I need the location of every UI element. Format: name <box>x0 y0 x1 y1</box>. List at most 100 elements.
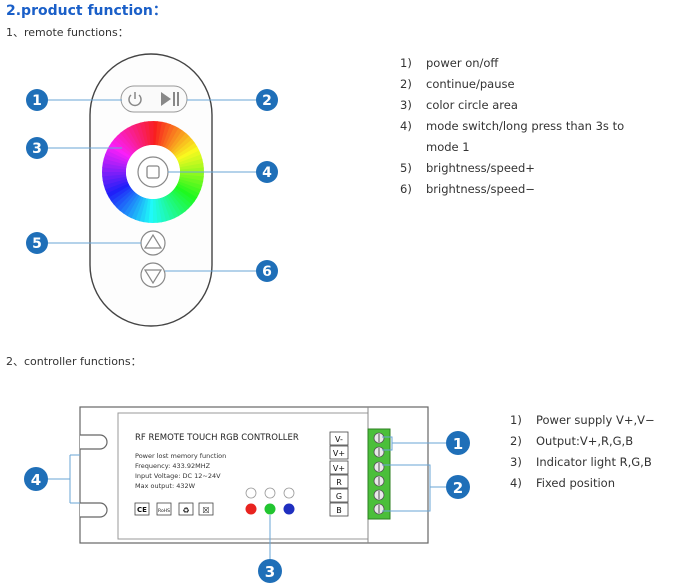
hue-segment <box>173 187 195 206</box>
spec-line: Frequency: 433.92MHZ <box>135 462 211 470</box>
hue-segment <box>113 189 134 209</box>
recycle-icon: ♻ <box>182 506 189 515</box>
hue-segment <box>179 158 204 168</box>
hue-segment <box>123 127 140 150</box>
hue-segment <box>166 127 183 151</box>
terminal-label: G <box>336 492 342 501</box>
controller-function-list: 1)Power supply V+,V− 2)Output:V+,R,G,B 3… <box>510 413 655 490</box>
controller-illustration: RF REMOTE TOUCH RGB CONTROLLER Power los… <box>24 406 470 583</box>
hue-segment <box>172 135 193 155</box>
callout-6: 6 <box>256 260 278 282</box>
hue-segment <box>113 135 135 155</box>
hue-segment <box>134 197 147 222</box>
callout-5-label: 5 <box>32 236 42 252</box>
cert-marks: CE RoHS ♻ ☒ <box>134 502 214 516</box>
spec-line: Power lost memory function <box>135 452 226 460</box>
brightness-down-button[interactable] <box>140 262 166 288</box>
hue-segment <box>176 183 200 199</box>
hue-segment <box>179 167 204 173</box>
callout-c3: 3 <box>258 559 282 583</box>
green-indicator <box>264 503 276 515</box>
remote-illustration: 1 2 3 4 5 6 <box>26 53 278 327</box>
hue-segment <box>162 124 176 148</box>
controller-name: RF REMOTE TOUCH RGB CONTROLLER <box>135 433 299 443</box>
hue-segment <box>179 174 204 182</box>
hue-segment <box>102 162 127 170</box>
callout-c4: 4 <box>24 467 48 491</box>
hue-segment <box>148 121 154 146</box>
mode-button[interactable] <box>137 156 169 188</box>
hue-segment <box>164 195 179 219</box>
power-icon <box>128 92 142 107</box>
callout-c1: 1 <box>446 431 470 455</box>
hue-segment <box>127 125 142 149</box>
hue-segment <box>102 171 127 177</box>
hue-segment <box>147 198 153 223</box>
hue-segment <box>135 122 147 147</box>
hue-segment <box>131 123 145 148</box>
hue-segment <box>106 183 130 198</box>
callout-4-label: 4 <box>262 165 272 181</box>
hue-segment <box>102 158 128 168</box>
hue-segment <box>159 197 171 222</box>
terminal-block <box>367 428 391 520</box>
controller-functions-title: 2、controller functions： <box>6 355 142 368</box>
callout-3: 3 <box>26 137 48 159</box>
hue-segment <box>119 192 138 214</box>
callout-2-label: 2 <box>262 93 272 109</box>
callout-3-label: 3 <box>32 141 42 157</box>
callout-c4-label: 4 <box>31 471 41 489</box>
callout-1-label: 1 <box>32 93 42 109</box>
hue-segment <box>161 196 175 221</box>
hue-segment <box>177 181 201 195</box>
mode-square-icon <box>146 165 160 179</box>
hue-segment <box>178 154 203 166</box>
hue-segment <box>130 196 144 220</box>
blue-indicator <box>283 503 295 515</box>
hue-segment <box>116 190 136 212</box>
hue-segment <box>159 122 172 147</box>
hue-segment <box>110 187 133 205</box>
hue-segment <box>178 178 203 191</box>
callout-2: 2 <box>256 89 278 111</box>
hue-segment <box>152 198 158 223</box>
hue-segment <box>170 191 190 212</box>
rohs-mark: RoHS <box>158 508 170 514</box>
terminal-label: R <box>336 478 342 487</box>
hue-segment <box>178 176 204 186</box>
callout-c2-label: 2 <box>453 479 463 497</box>
hue-segment <box>139 121 149 146</box>
hue-segment <box>116 132 136 153</box>
ce-mark: CE <box>137 506 147 514</box>
terminal-label: V+ <box>333 449 345 458</box>
callout-c3-label: 3 <box>265 563 275 581</box>
hue-segment <box>173 139 196 157</box>
hue-segment <box>123 193 140 217</box>
hue-segment <box>104 180 129 194</box>
hue-segment <box>166 194 183 217</box>
spec-line: Max output: 432W <box>135 482 196 490</box>
hue-segment <box>120 129 138 152</box>
hue-segment <box>164 125 180 149</box>
callout-leaders-2 <box>46 436 446 559</box>
down-arrow-icon <box>143 269 163 285</box>
hue-segment <box>174 185 198 202</box>
callout-c1-label: 1 <box>453 435 463 453</box>
callout-6-label: 6 <box>262 264 272 280</box>
hue-segment <box>177 150 202 164</box>
hue-segment <box>143 198 151 223</box>
hue-segment <box>171 189 193 209</box>
color-circle[interactable] <box>102 121 204 223</box>
red-indicator <box>245 503 257 515</box>
callout-1: 1 <box>26 89 48 111</box>
callout-leaders <box>46 99 258 272</box>
hue-segment <box>102 176 127 186</box>
hue-segment <box>108 142 132 159</box>
hue-segment <box>103 178 128 190</box>
hue-segment <box>105 149 129 163</box>
spec-line: Input Voltage: DC 12~24V <box>135 472 221 480</box>
weee-bin-icon: ☒ <box>202 506 209 515</box>
hue-segment <box>157 198 167 223</box>
callout-5: 5 <box>26 232 48 254</box>
section-heading: 2.product function： <box>6 3 167 19</box>
